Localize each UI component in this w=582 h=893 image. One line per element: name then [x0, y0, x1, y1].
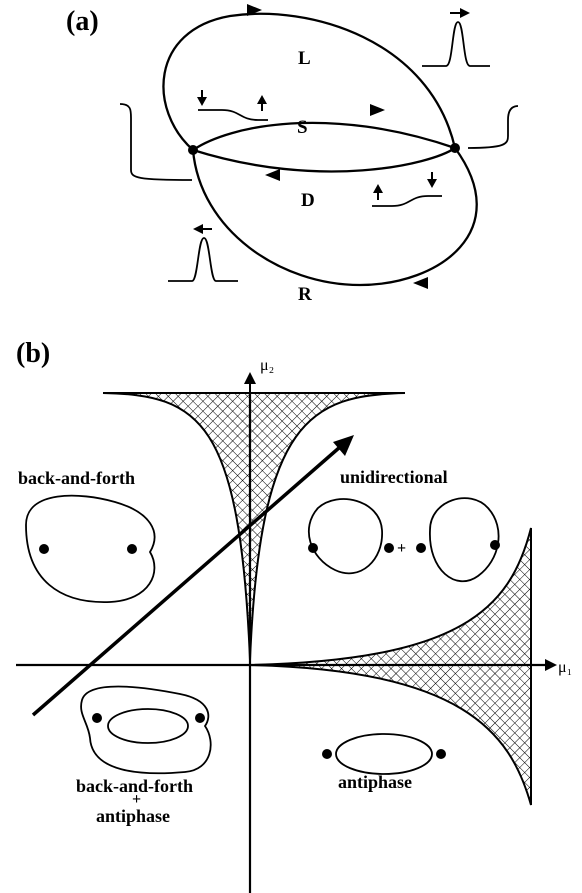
- orbit-d: [192, 147, 456, 173]
- unidirectional-plus: +: [397, 540, 406, 557]
- step-profile-left: [119, 103, 193, 181]
- pulse-bottom-left: [168, 224, 238, 282]
- cusp-region-right: [249, 527, 532, 806]
- axis-mu1-arrow: [545, 659, 557, 671]
- glyph-unidirectional-left: [308, 498, 394, 575]
- orbit-r-label: R: [298, 284, 312, 305]
- glyph-back-and-forth: [25, 494, 156, 603]
- glyph-back-and-forth-antiphase: [80, 685, 212, 775]
- panel-b: (b) μ₂ μ₁ back-and-forth unidirectional …: [16, 338, 572, 893]
- axis-mu2-label: μ₂: [260, 357, 274, 374]
- panel-b-label: (b): [16, 338, 50, 369]
- region-combined-plus: +: [132, 791, 141, 808]
- cusp-region-top: [102, 392, 406, 661]
- panel-a: (a) L S D R: [66, 4, 519, 305]
- orbit-d-arrow: [265, 169, 280, 181]
- orbit-r: [191, 147, 478, 287]
- orbit-d-label: D: [301, 190, 315, 211]
- orbit-r-arrow: [413, 277, 428, 289]
- glyph-unidirectional-right: [416, 497, 500, 582]
- orbit-l-arrow: [247, 4, 262, 16]
- axis-mu1-label: μ₁: [558, 659, 572, 676]
- axis-mu2-arrow: [244, 372, 256, 384]
- orbit-s-arrow: [370, 104, 385, 116]
- region-combined-label-line1: back-and-forth: [76, 776, 193, 796]
- panel-a-label: (a): [66, 6, 99, 37]
- region-antiphase-label: antiphase: [338, 772, 412, 792]
- orbit-s: [192, 121, 456, 151]
- region-back-and-forth-label: back-and-forth: [18, 468, 135, 488]
- region-combined-label-line2: antiphase: [96, 806, 170, 826]
- fixed-point-right: [450, 143, 460, 153]
- kink-profile-lower: [372, 172, 442, 207]
- orbit-l: [162, 12, 457, 151]
- step-profile-right: [467, 105, 519, 149]
- region-unidirectional-label: unidirectional: [340, 467, 448, 487]
- fixed-point-left: [188, 145, 198, 155]
- orbit-l-label: L: [298, 48, 311, 69]
- parameter-path-arrow: [333, 435, 354, 456]
- orbit-s-label: S: [297, 117, 308, 138]
- glyph-antiphase: [322, 733, 446, 775]
- parameter-path: [31, 445, 342, 717]
- kink-profile-upper: [197, 90, 268, 121]
- pulse-top-right: [422, 8, 490, 67]
